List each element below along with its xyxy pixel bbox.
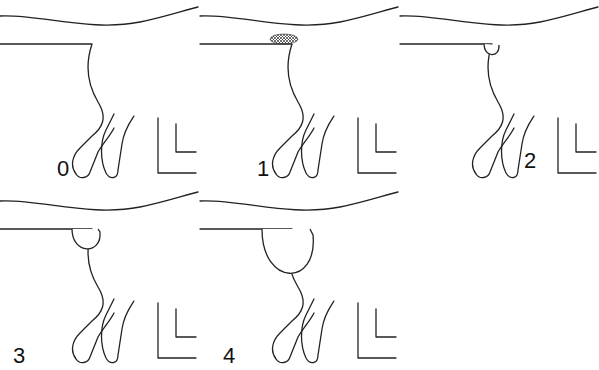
grade-3-dog <box>0 192 198 363</box>
grade-0-dog <box>0 7 198 178</box>
hernia-bulge <box>262 229 313 273</box>
hernia-bulge <box>484 44 499 55</box>
grade-number: 3 <box>12 345 26 367</box>
grade-number: 2 <box>523 150 537 172</box>
grade-4-dog <box>200 192 398 363</box>
grade-number: 4 <box>222 345 236 367</box>
swelling-hatch <box>270 34 298 44</box>
hernia-bulge <box>72 229 100 249</box>
grade-1-dog <box>200 7 398 178</box>
grade-2-dog <box>400 7 598 178</box>
grade-number: 1 <box>256 158 270 180</box>
grade-number: 0 <box>56 158 70 180</box>
